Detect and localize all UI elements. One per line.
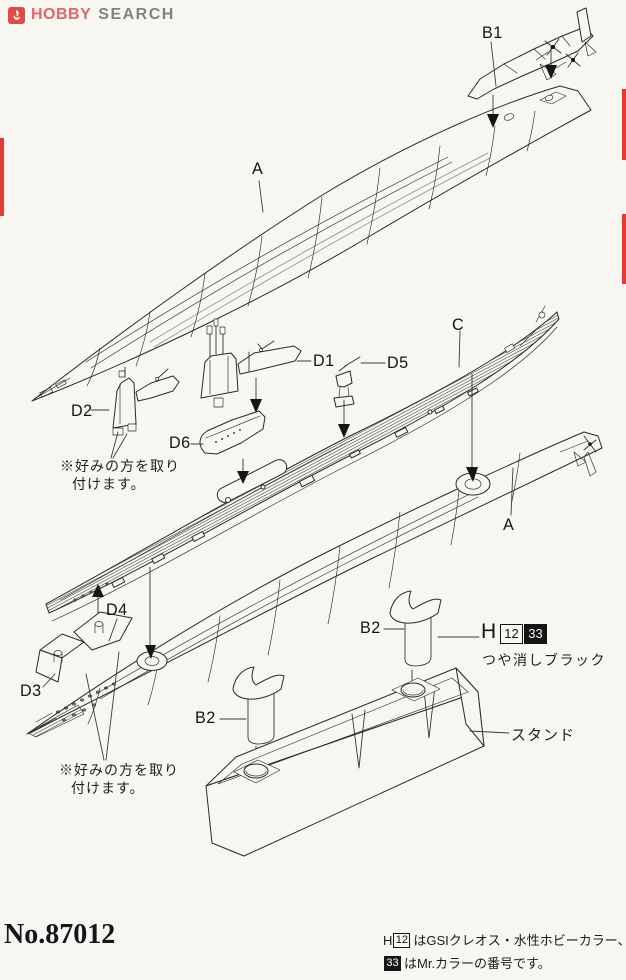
- paint-color-name: つや消しブラック: [482, 652, 606, 668]
- legend-code-33: 33: [384, 956, 401, 971]
- scan-edge-mark-right-bottom: [622, 214, 626, 284]
- preference-note-line1: ※好みの方を取り: [59, 762, 179, 778]
- leader-lines: [42, 41, 514, 761]
- part-label-c: C: [452, 315, 465, 334]
- part-label-d4: D4: [106, 600, 128, 619]
- legend-prefix: H: [383, 933, 393, 948]
- part-d2-drawing: [112, 366, 180, 436]
- part-label-d6: D6: [169, 433, 191, 452]
- brand-search: SEARCH: [98, 6, 175, 23]
- preference-note-line2: 付けます。: [72, 476, 146, 492]
- scan-edge-mark-right-top: [622, 89, 626, 160]
- kit-number: No.87012: [4, 919, 116, 950]
- part-label-d3: D3: [20, 681, 42, 700]
- preference-note-upper: ※好みの方を取り 付けます。: [60, 457, 180, 493]
- part-d1-drawing: [200, 318, 302, 413]
- part-label-d5: D5: [387, 353, 409, 372]
- part-label-b2-front: B2: [195, 708, 216, 727]
- part-b1-drawing: [467, 7, 597, 128]
- preference-note-line2: 付けます。: [71, 780, 145, 796]
- flame-icon: [8, 6, 25, 24]
- deck-c-drawing: [45, 305, 560, 622]
- stand-label: スタンド: [511, 727, 576, 744]
- part-label-d1: D1: [313, 351, 335, 370]
- hobby-search-watermark: HOBBY SEARCH: [8, 6, 175, 24]
- part-label-b2-rear: B2: [360, 618, 381, 637]
- preference-note-line1: ※好みの方を取り: [60, 458, 180, 474]
- legend-text-2: はMr.カラーの番号です。: [404, 956, 551, 971]
- part-label-b1: B1: [482, 23, 503, 42]
- lower-hull-drawing: [26, 373, 603, 738]
- part-label-a-lower: A: [503, 515, 515, 534]
- part-d5-drawing: [333, 356, 361, 438]
- legend-text-1: はGSIクレオス・水性ホビーカラー、: [413, 933, 626, 948]
- preference-note-lower: ※好みの方を取り 付けます。: [59, 761, 179, 797]
- upper-hull-drawing: [31, 85, 592, 402]
- paint-code-mr: 33: [524, 624, 547, 644]
- part-d6-drawing: [199, 410, 266, 484]
- paint-code-aqueous: 12: [500, 624, 523, 644]
- brand-hobby: HOBBY: [31, 6, 92, 23]
- part-d4-drawing: [73, 584, 133, 651]
- paint-prefix: H: [481, 620, 497, 643]
- legend-code-12: 12: [393, 933, 411, 948]
- part-d3-drawing: [35, 633, 85, 683]
- scan-edge-mark-left: [0, 138, 4, 216]
- part-label-a-upper: A: [252, 159, 264, 178]
- part-label-d2: D2: [71, 401, 93, 420]
- paint-legend: H 12 はGSIクレオス・水性ホビーカラー、 33 はMr.カラーの番号です。: [383, 929, 626, 975]
- stand-drawing: [205, 667, 485, 857]
